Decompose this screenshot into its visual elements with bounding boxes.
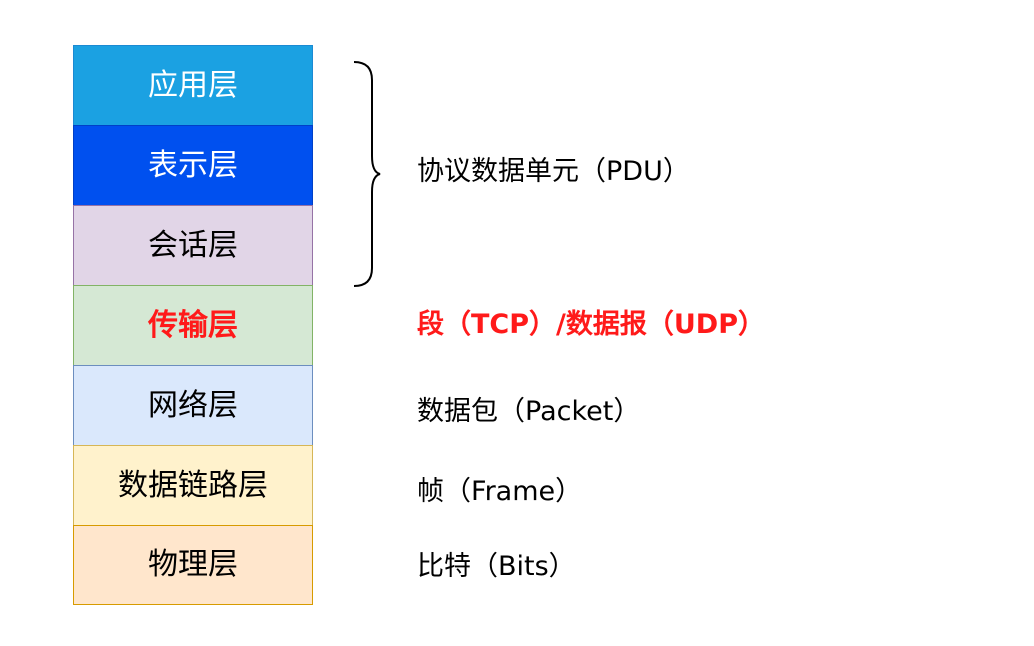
layer-transport: 传输层 — [73, 285, 313, 365]
layer-transport-label: 传输层 — [148, 307, 238, 343]
layer-application-label: 应用层 — [148, 67, 238, 103]
layer-physical-label: 物理层 — [148, 547, 238, 582]
pdu-transport: 段（TCP）/数据报（UDP） — [417, 309, 766, 340]
layer-physical: 物理层 — [73, 525, 313, 605]
layer-presentation-label: 表示层 — [148, 147, 238, 183]
layer-network-label: 网络层 — [148, 387, 238, 423]
layer-datalink: 数据链路层 — [73, 445, 313, 525]
layer-datalink-label: 数据链路层 — [118, 467, 268, 503]
layer-application: 应用层 — [73, 45, 313, 125]
layer-presentation: 表示层 — [73, 125, 313, 205]
pdu-upper-layers: 协议数据单元（PDU） — [417, 156, 690, 187]
upper-layers-brace — [353, 61, 381, 287]
osi-layer-stack: 应用层 表示层 会话层 传输层 网络层 数据链路层 物理层 — [73, 45, 313, 605]
pdu-physical: 比特（Bits） — [417, 551, 576, 582]
layer-session-label: 会话层 — [148, 227, 238, 263]
layer-network: 网络层 — [73, 365, 313, 445]
pdu-datalink: 帧（Frame） — [417, 476, 583, 507]
pdu-network: 数据包（Packet） — [417, 396, 641, 427]
layer-session: 会话层 — [73, 205, 313, 285]
